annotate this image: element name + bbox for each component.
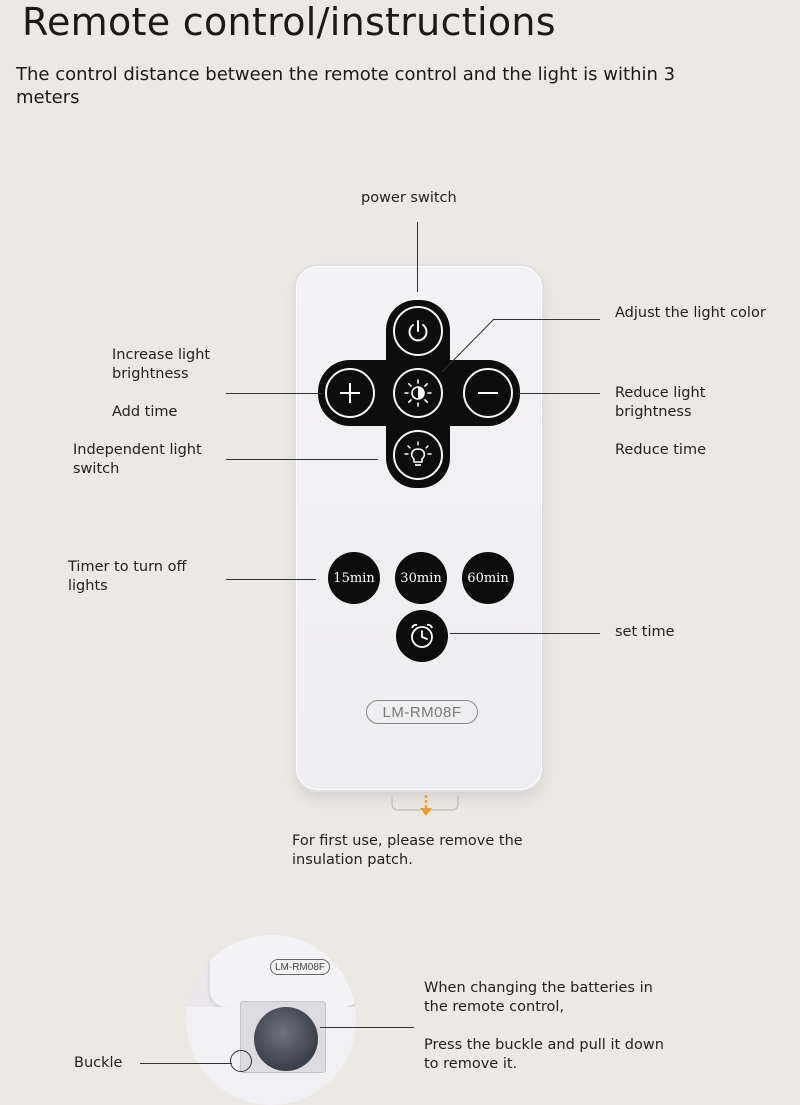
page-title: Remote control/instructions — [22, 0, 556, 44]
note-first-use: For first use, please remove the insulat… — [292, 833, 523, 868]
timer-30-button[interactable]: 30min — [395, 552, 447, 604]
clock-icon — [411, 623, 433, 648]
callout-line-power — [417, 222, 418, 292]
battery-compartment-figure: LM-RM08F — [186, 935, 356, 1105]
label-reduce-time: Reduce time — [615, 442, 707, 458]
pull-down-arrow-icon — [420, 795, 432, 816]
plus-icon — [340, 383, 360, 403]
label-timer-off: Timer to turn off lights — [68, 559, 187, 594]
label-power-switch: power switch — [361, 190, 457, 206]
coin-battery — [254, 1007, 318, 1071]
callout-line-buckle — [140, 1063, 232, 1064]
callout-line-set-time — [450, 633, 600, 634]
callout-line-color-h — [493, 319, 600, 320]
label-buckle: Buckle — [74, 1055, 123, 1071]
buckle-marker — [230, 1050, 252, 1072]
minus-icon — [478, 392, 498, 394]
label-reduce-brightness: Reduce light brightness — [615, 385, 706, 420]
timer-15-label: 15min — [333, 570, 375, 586]
label-add-time: Add time — [112, 404, 178, 420]
callout-line-timer — [226, 579, 316, 580]
power-icon — [408, 320, 428, 342]
callout-line-increase — [226, 393, 322, 394]
set-time-button[interactable] — [396, 610, 448, 662]
brightness-color-icon — [404, 379, 432, 407]
callout-line-battery — [320, 1027, 414, 1028]
callout-line-color-diag — [441, 318, 495, 373]
decrease-button[interactable] — [463, 368, 513, 418]
label-increase-brightness: Increase light brightness — [112, 347, 211, 382]
label-independent-switch: Independent light switch — [73, 442, 202, 477]
timer-15-button[interactable]: 15min — [328, 552, 380, 604]
battery-model-badge: LM-RM08F — [270, 959, 330, 975]
model-badge: LM-RM08F — [366, 700, 478, 724]
callout-line-light-switch — [226, 459, 378, 460]
color-button[interactable] — [393, 368, 443, 418]
timer-60-label: 60min — [467, 570, 509, 586]
remote-top-shell: LM-RM08F — [210, 935, 356, 1007]
increase-button[interactable] — [325, 368, 375, 418]
timer-30-label: 30min — [400, 570, 442, 586]
label-adjust-color: Adjust the light color — [615, 305, 766, 321]
note-battery-change: When changing the batteries in the remot… — [424, 980, 653, 1015]
callout-line-decrease — [518, 393, 600, 394]
light-switch-button[interactable] — [393, 430, 443, 480]
light-bulb-icon — [404, 441, 432, 466]
page-subtitle: The control distance between the remote … — [16, 64, 676, 108]
timer-60-button[interactable]: 60min — [462, 552, 514, 604]
power-button[interactable] — [393, 306, 443, 356]
note-battery-remove: Press the buckle and pull it down to rem… — [424, 1037, 664, 1072]
label-set-time: set time — [615, 624, 675, 640]
